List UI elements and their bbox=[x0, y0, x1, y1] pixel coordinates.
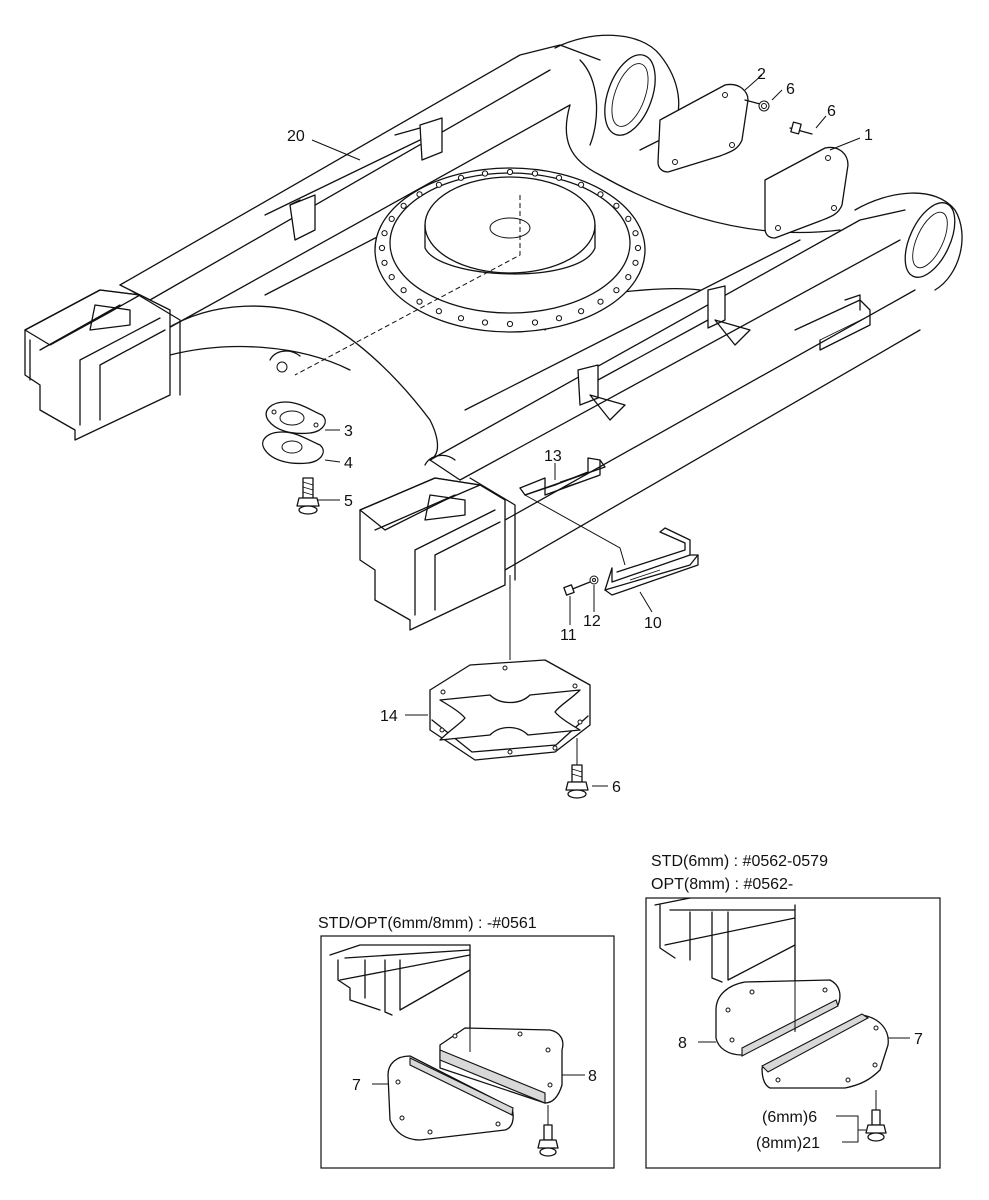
right-inset-bolt bbox=[865, 1090, 887, 1142]
right-inset-callout-7: 7 bbox=[914, 1031, 923, 1048]
bolt-5 bbox=[296, 477, 320, 515]
callout-10: 10 bbox=[644, 615, 662, 632]
right-inset-caption-line1: STD(6mm) : #0562-0579 bbox=[651, 853, 828, 870]
ring-bolt-hole bbox=[381, 259, 388, 266]
shim-4 bbox=[262, 431, 324, 465]
callout-14: 14 bbox=[380, 708, 398, 725]
left-inset-cover-8 bbox=[439, 1027, 564, 1104]
callout-6-top-right: 6 bbox=[827, 103, 836, 120]
ring-bolt-hole bbox=[388, 274, 395, 281]
bolt-6-top-right bbox=[789, 121, 813, 135]
left-inset-cover-7 bbox=[387, 1055, 514, 1141]
ring-bolt-hole bbox=[613, 202, 620, 209]
washer-12 bbox=[589, 575, 599, 585]
bolt-6-top-left bbox=[744, 99, 770, 112]
ring-bolt-hole bbox=[457, 174, 465, 181]
ring-bolt-hole bbox=[457, 315, 465, 322]
ring-bolt-hole bbox=[435, 181, 442, 188]
ring-bolt-hole bbox=[634, 244, 642, 252]
callout-20: 20 bbox=[287, 128, 305, 145]
callout-6-under-cover: 6 bbox=[612, 779, 621, 796]
left-inset-bolt bbox=[537, 1105, 559, 1157]
ring-bolt-hole bbox=[481, 170, 489, 177]
right-inset-callout-8mm: (8mm)21 bbox=[756, 1135, 820, 1152]
callout-12: 12 bbox=[583, 613, 601, 630]
callout-11: 11 bbox=[560, 627, 577, 644]
step-13 bbox=[519, 457, 606, 496]
right-inset-caption-line2: OPT(8mm) : #0562- bbox=[651, 876, 793, 893]
cover-plate-2 bbox=[657, 83, 749, 173]
lower-frame bbox=[24, 34, 963, 631]
bolt-6-under-cover bbox=[565, 738, 589, 799]
ring-bolt-hole bbox=[625, 215, 632, 222]
ring-bolt-hole bbox=[613, 287, 620, 294]
callout-2: 2 bbox=[757, 66, 766, 83]
ring-bolt-hole bbox=[578, 181, 585, 188]
right-inset-cover-7 bbox=[761, 1013, 889, 1089]
right-inset-callout-8: 8 bbox=[678, 1035, 687, 1052]
ring-bolt-hole bbox=[381, 230, 388, 237]
ring-bolt-hole bbox=[506, 168, 514, 176]
ring-bolt-hole bbox=[597, 298, 604, 305]
ring-bolt-hole bbox=[416, 298, 423, 305]
callout-5: 5 bbox=[344, 493, 353, 510]
left-inset-frame bbox=[320, 935, 615, 1169]
ring-bolt-hole bbox=[481, 319, 489, 326]
callout-1: 1 bbox=[864, 127, 873, 144]
right-inset-frame bbox=[645, 897, 941, 1169]
ring-bolt-hole bbox=[531, 170, 539, 177]
right-inset-cover-8 bbox=[715, 979, 841, 1057]
callout-4: 4 bbox=[344, 455, 353, 472]
ring-bolt-hole bbox=[555, 315, 563, 322]
left-inset-callout-7: 7 bbox=[352, 1077, 361, 1094]
ring-bolt-hole bbox=[632, 259, 639, 266]
right-inset-callout-6mm: (6mm)6 bbox=[762, 1109, 817, 1126]
ring-bolt-hole bbox=[578, 308, 585, 315]
shim-3 bbox=[265, 401, 326, 435]
ring-bolt-hole bbox=[531, 319, 539, 326]
callout-13: 13 bbox=[544, 448, 562, 465]
ring-bolt-hole bbox=[435, 308, 442, 315]
ring-bolt-hole bbox=[506, 320, 514, 328]
under-cover-14 bbox=[429, 659, 591, 761]
ring-bolt-hole bbox=[597, 191, 604, 198]
step-10 bbox=[604, 527, 699, 596]
ring-bolt-hole bbox=[416, 191, 423, 198]
ring-bolt-hole bbox=[625, 274, 632, 281]
ring-bolt-hole bbox=[400, 202, 407, 209]
callout-6-top-left: 6 bbox=[786, 81, 795, 98]
ring-bolt-hole bbox=[555, 174, 563, 181]
ring-bolt-hole bbox=[400, 287, 407, 294]
left-inset-caption: STD/OPT(6mm/8mm) : -#0561 bbox=[318, 915, 537, 932]
callout-3: 3 bbox=[344, 423, 353, 440]
cover-plate-1 bbox=[764, 146, 849, 239]
ring-bolt-hole bbox=[632, 230, 639, 237]
ring-bolt-hole bbox=[388, 215, 395, 222]
ring-bolt-hole bbox=[378, 244, 386, 252]
left-inset-frame-sketch bbox=[329, 944, 471, 1031]
bolt-11 bbox=[563, 581, 591, 596]
left-inset-callout-8: 8 bbox=[588, 1068, 597, 1085]
